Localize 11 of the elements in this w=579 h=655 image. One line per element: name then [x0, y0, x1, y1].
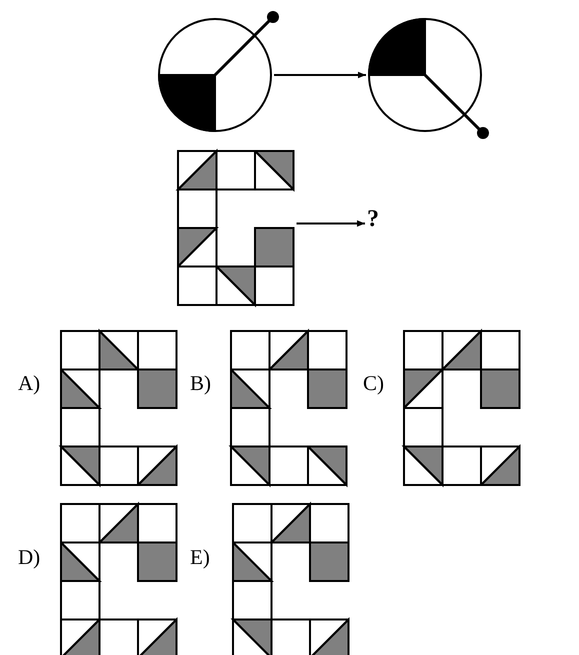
arrow — [296, 220, 365, 227]
option-label: E) — [190, 545, 210, 569]
tile-grid-drawing — [177, 150, 294, 306]
question-mark: ? — [367, 207, 379, 231]
dial-drawing — [158, 18, 272, 132]
option-label: A) — [18, 371, 40, 395]
arrow — [274, 72, 366, 78]
dial-drawing — [368, 18, 482, 132]
option-label: B) — [190, 371, 211, 395]
option-label: D) — [18, 545, 40, 569]
option-label: C) — [363, 371, 384, 395]
